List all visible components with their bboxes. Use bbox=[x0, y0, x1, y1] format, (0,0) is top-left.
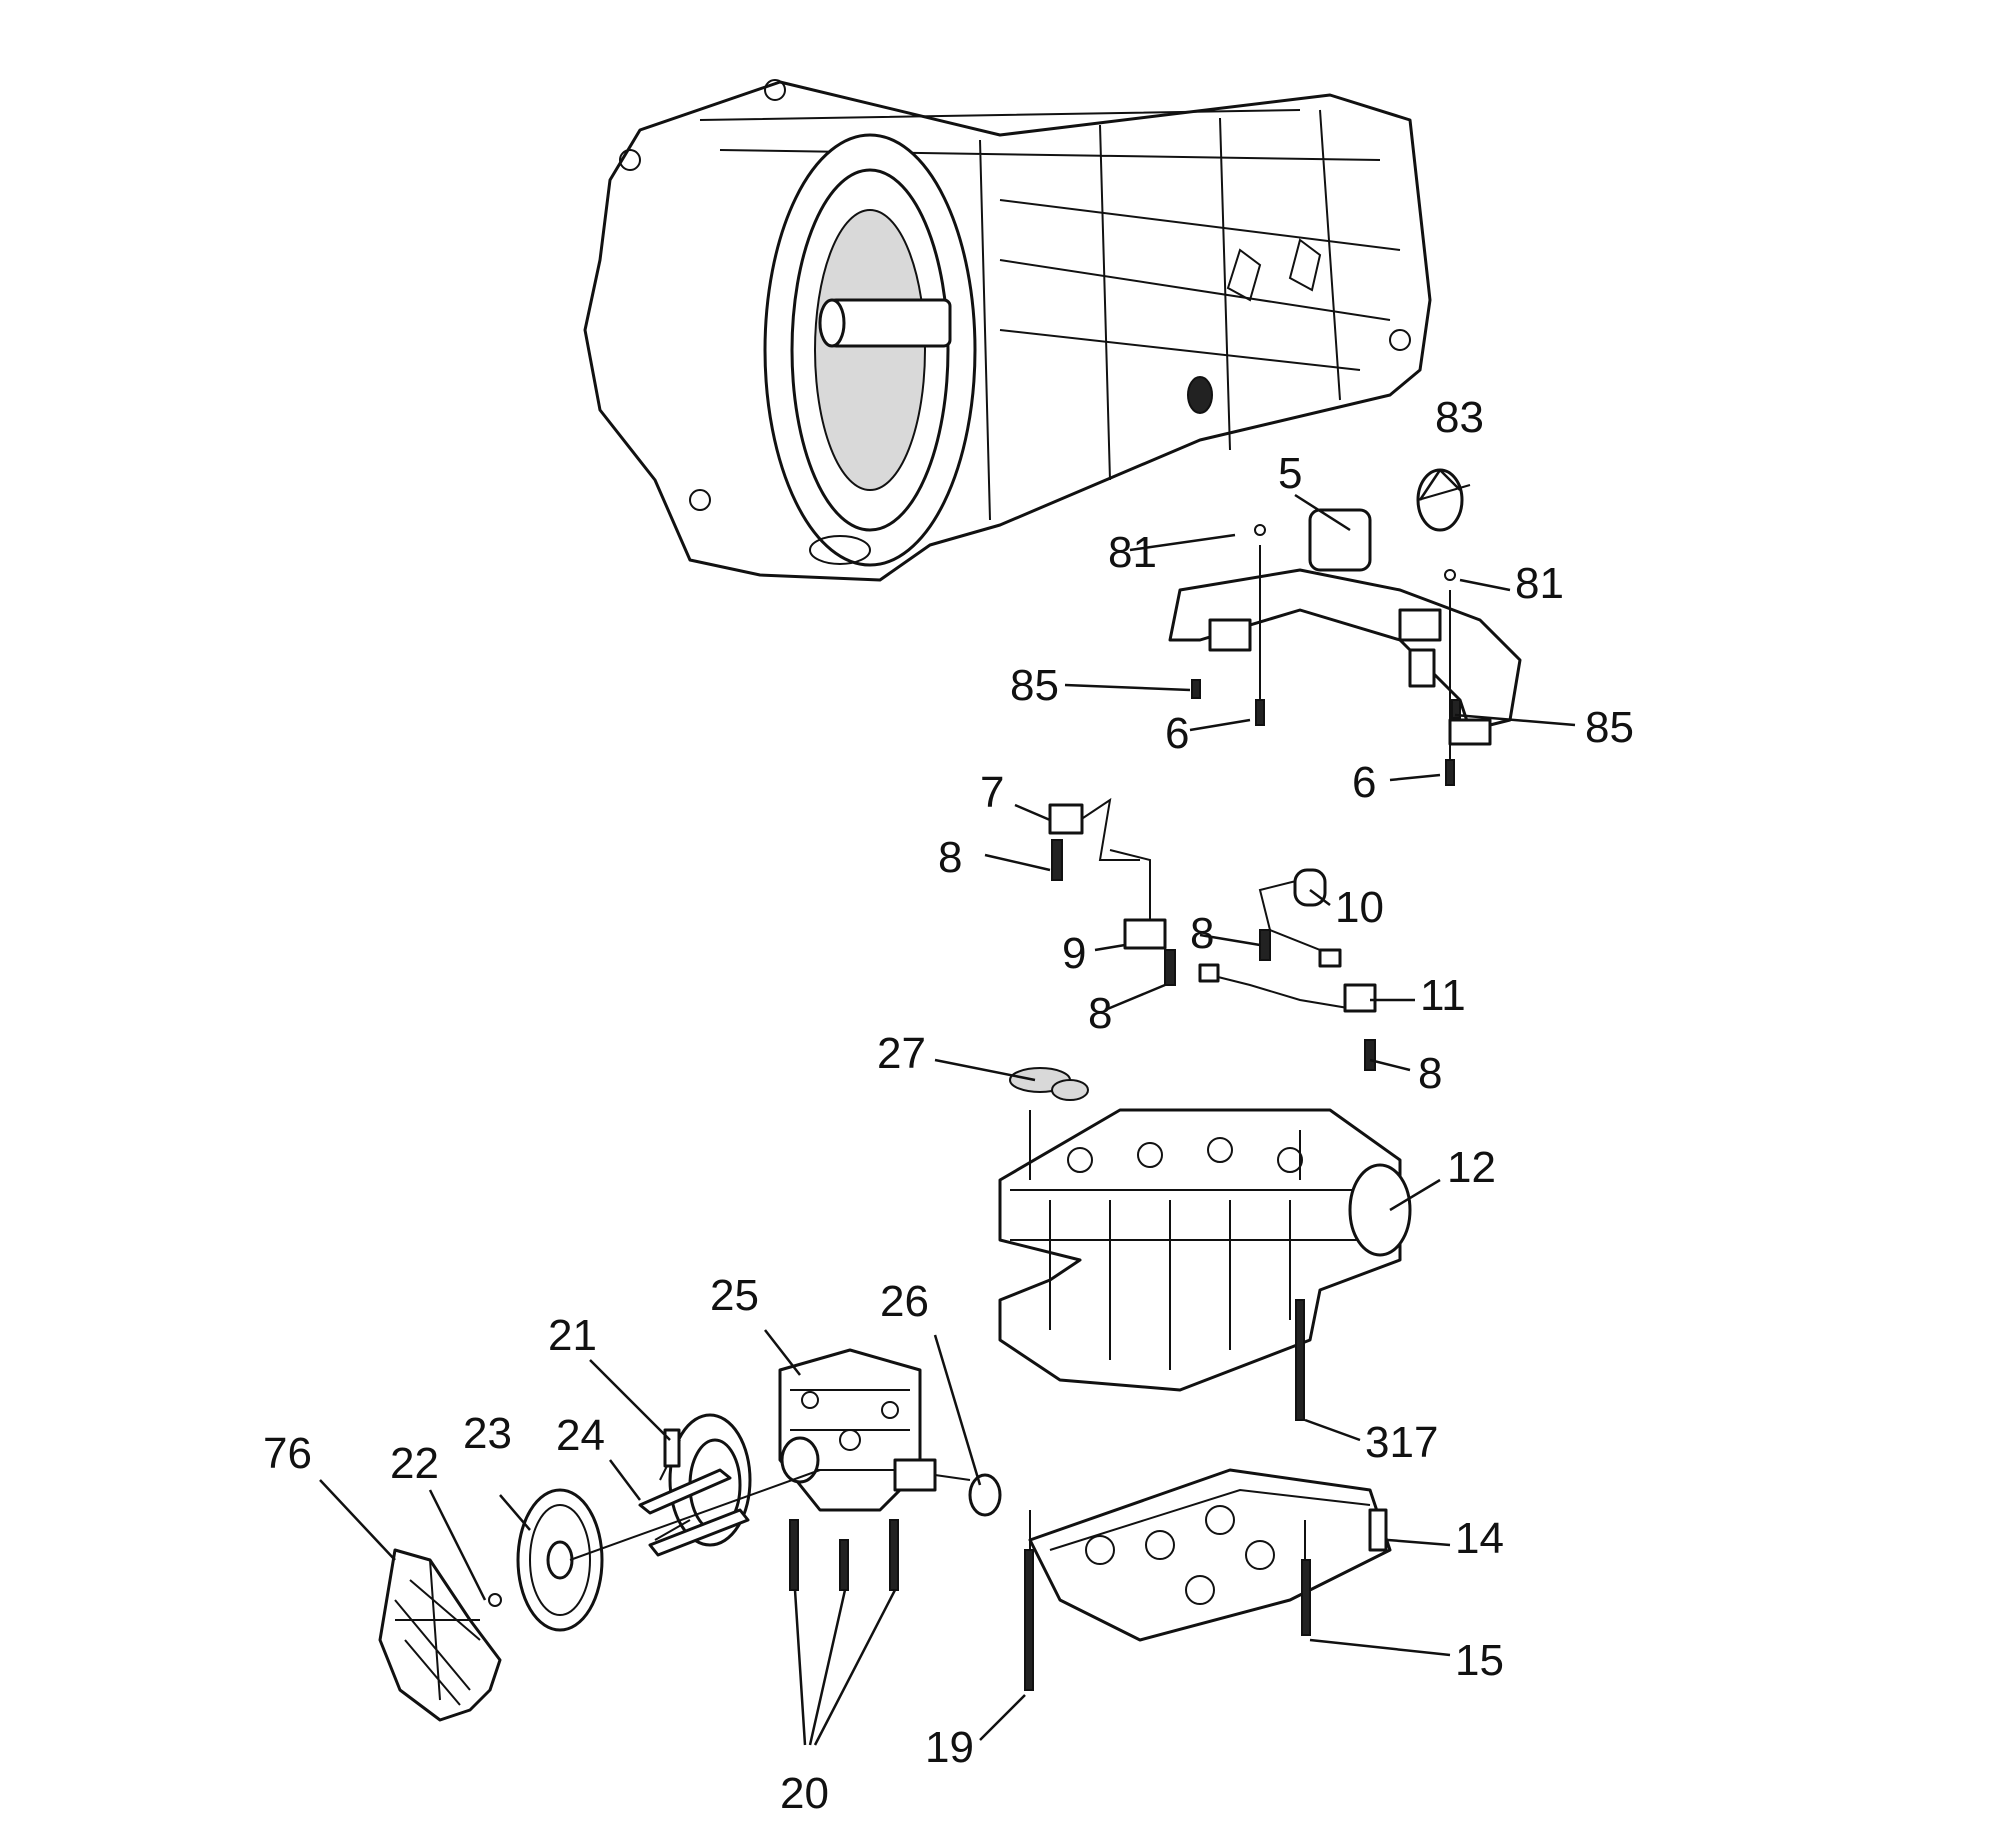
transmission-case bbox=[583, 79, 1432, 582]
wiring-harness bbox=[1168, 468, 1522, 786]
callout-19: 19 bbox=[925, 1723, 974, 1772]
callout-14: 14 bbox=[1455, 1514, 1504, 1563]
callout-12: 12 bbox=[1447, 1143, 1496, 1192]
callout-8-d: 8 bbox=[1418, 1049, 1442, 1098]
sensors-group bbox=[1048, 797, 1377, 1071]
callout-10: 10 bbox=[1335, 883, 1384, 932]
callout-9: 9 bbox=[1062, 929, 1086, 978]
callout-81-left: 81 bbox=[1108, 528, 1157, 577]
callout-labels: 83 5 81 81 85 85 6 6 7 8 10 8 9 8 11 8 2… bbox=[263, 393, 1634, 1818]
callout-83: 83 bbox=[1435, 393, 1484, 442]
callout-5: 5 bbox=[1278, 449, 1302, 498]
callout-85-left: 85 bbox=[1010, 661, 1059, 710]
callout-27: 27 bbox=[877, 1029, 926, 1078]
gear-and-screen bbox=[378, 1468, 821, 1722]
pump-assembly bbox=[654, 1348, 1002, 1591]
callout-6-left: 6 bbox=[1165, 709, 1189, 758]
callout-7: 7 bbox=[980, 768, 1004, 817]
callout-22: 22 bbox=[390, 1439, 439, 1488]
leader-lines bbox=[319, 469, 1576, 1746]
callout-6-right: 6 bbox=[1352, 758, 1376, 807]
callout-85-right: 85 bbox=[1585, 703, 1634, 752]
callout-8-c: 8 bbox=[1088, 989, 1112, 1038]
valve-body bbox=[998, 1067, 1412, 1421]
callout-20: 20 bbox=[780, 1769, 829, 1818]
callout-8-b: 8 bbox=[1190, 909, 1214, 958]
callout-26: 26 bbox=[880, 1277, 929, 1326]
callout-8-a: 8 bbox=[938, 833, 962, 882]
callout-317: 317 bbox=[1365, 1418, 1438, 1467]
callout-24: 24 bbox=[556, 1411, 605, 1460]
callout-11: 11 bbox=[1420, 971, 1466, 1020]
callout-15: 15 bbox=[1455, 1636, 1504, 1685]
callout-76: 76 bbox=[263, 1429, 312, 1478]
oil-pan bbox=[1024, 1468, 1392, 1691]
callout-21: 21 bbox=[548, 1311, 597, 1360]
callout-25: 25 bbox=[710, 1271, 759, 1320]
callout-23: 23 bbox=[463, 1409, 512, 1458]
callout-81-right: 81 bbox=[1515, 559, 1564, 608]
